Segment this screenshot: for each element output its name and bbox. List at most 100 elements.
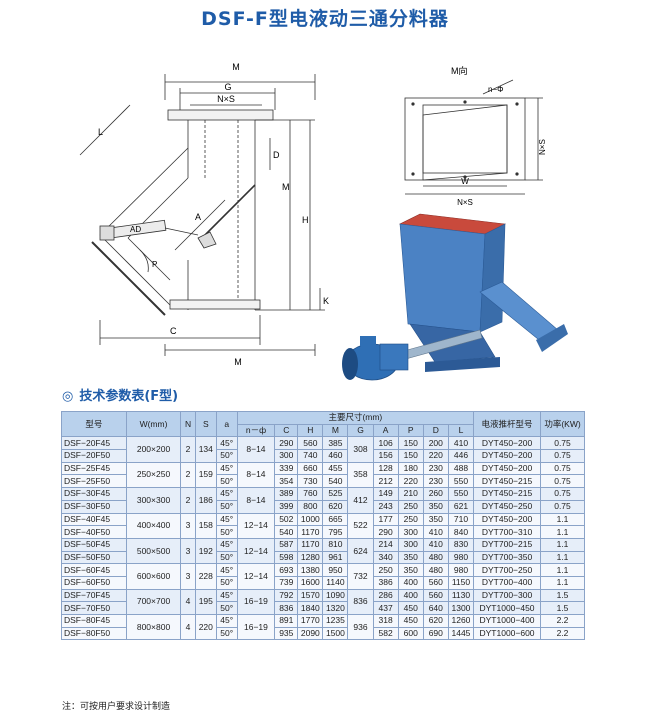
cell-av: 318: [372, 614, 399, 628]
cell-model: DSF−50F45: [61, 537, 127, 552]
cell-c: 693: [274, 563, 299, 577]
cell-model: DSF−25F45: [61, 461, 127, 476]
cell-power: 0.75: [539, 487, 586, 501]
cell-p: 250: [397, 512, 424, 527]
cell-p: 400: [397, 588, 424, 603]
cell-n: 2: [180, 436, 196, 463]
cell-s: 186: [194, 487, 217, 514]
label-a: A: [195, 212, 201, 222]
cell-w: 700×700: [125, 588, 182, 616]
cell-h: 2090: [297, 626, 324, 641]
cell-model: DSF−70F50: [61, 601, 127, 615]
cell-c: 739: [274, 575, 299, 590]
cell-c: 502: [274, 512, 299, 527]
cell-pusher: DYT450−200: [473, 449, 541, 463]
cell-c: 389: [274, 487, 299, 501]
cell-power: 0.75: [539, 449, 586, 463]
cell-a: 45°: [215, 487, 238, 501]
cell-model: DSF−40F45: [61, 512, 127, 527]
label-p: P: [152, 260, 157, 269]
cell-pusher: DYT450−200: [473, 436, 541, 451]
cell-pusher: DYT450−250: [473, 499, 541, 514]
diverter-photo-illustration: [342, 213, 568, 381]
cell-l: 550: [447, 487, 475, 501]
cell-d: 480: [422, 550, 449, 565]
cell-m: 455: [322, 461, 349, 476]
col-main-dims: 主要尺寸(mm): [236, 411, 475, 425]
table-header-row: 型号 W(mm) N S a 主要尺寸(mm) 电液推杆型号 功率(KW): [61, 410, 586, 438]
cell-a: 50°: [215, 626, 238, 641]
cell-n-phi: 8−14: [236, 461, 276, 489]
cell-a: 45°: [215, 588, 238, 603]
cell-m: 1320: [322, 601, 349, 615]
cell-g: 358: [347, 461, 374, 489]
cell-g: 936: [347, 613, 374, 641]
cell-a: 50°: [215, 525, 238, 539]
cell-s: 228: [194, 563, 217, 590]
cell-p: 400: [397, 575, 424, 590]
cell-d: 620: [422, 614, 449, 628]
cell-g: 624: [347, 537, 374, 565]
cell-pusher: DYT450−200: [473, 512, 541, 527]
cell-model: DSF−40F50: [61, 525, 127, 539]
cell-n-phi: 16−19: [236, 588, 276, 616]
cell-av: 286: [372, 588, 399, 603]
cell-w: 300×300: [125, 487, 182, 514]
cell-s: 220: [194, 613, 217, 641]
cell-p: 150: [397, 436, 424, 451]
cell-d: 690: [422, 626, 449, 641]
m-view-drawing: M向 n−Φ N×S W N×S: [404, 65, 547, 207]
cell-pusher: DYT450−200: [473, 461, 541, 476]
cell-m: 1235: [322, 614, 349, 628]
cell-a: 45°: [215, 563, 238, 577]
cell-h: 660: [297, 461, 324, 476]
cell-power: 1.1: [539, 512, 586, 527]
cell-s: 158: [194, 512, 217, 539]
cell-av: 250: [372, 563, 399, 577]
cell-a: 50°: [215, 575, 238, 590]
label-c: C: [170, 326, 177, 336]
cell-a: 45°: [215, 512, 238, 527]
cell-pusher: DYT700−350: [473, 550, 541, 565]
cell-g: 308: [347, 436, 374, 463]
col-d: D: [422, 423, 449, 438]
cell-m: 810: [322, 537, 349, 552]
label-m-side: M: [282, 182, 290, 192]
cell-p: 450: [397, 601, 424, 615]
cell-n-phi: 16−19: [236, 613, 276, 641]
cell-l: 1445: [447, 626, 475, 641]
cell-pusher: DYT700−300: [473, 588, 541, 603]
cell-h: 1000: [297, 512, 324, 527]
cell-power: 0.75: [539, 461, 586, 476]
page-title: DSF-F型电液动三通分料器: [201, 8, 449, 30]
cell-m: 460: [322, 449, 349, 463]
cell-av: 243: [372, 499, 399, 514]
cell-model: DSF−60F45: [61, 563, 127, 577]
cell-n: 3: [180, 537, 196, 565]
label-k: K: [323, 296, 329, 306]
cell-d: 560: [422, 575, 449, 590]
cell-n-phi: 12−14: [236, 512, 276, 539]
cell-h: 1280: [297, 550, 324, 565]
cell-p: 300: [397, 525, 424, 539]
col-h: H: [297, 423, 324, 438]
cell-w: 800×800: [125, 613, 182, 641]
cell-l: 621: [447, 499, 475, 514]
cell-model: DSF−30F50: [61, 499, 127, 514]
cell-av: 582: [372, 626, 399, 641]
cell-d: 480: [422, 563, 449, 577]
cell-d: 220: [422, 449, 449, 463]
cell-a: 45°: [215, 537, 238, 552]
cell-p: 150: [397, 449, 424, 463]
cell-n: 4: [180, 613, 196, 641]
cell-w: 500×500: [125, 537, 182, 565]
label-nxs-bottom: N×S: [457, 198, 473, 207]
cell-w: 250×250: [125, 461, 182, 489]
cell-s: 159: [194, 461, 217, 489]
cell-n: 2: [180, 487, 196, 514]
col-n: N: [180, 410, 196, 438]
